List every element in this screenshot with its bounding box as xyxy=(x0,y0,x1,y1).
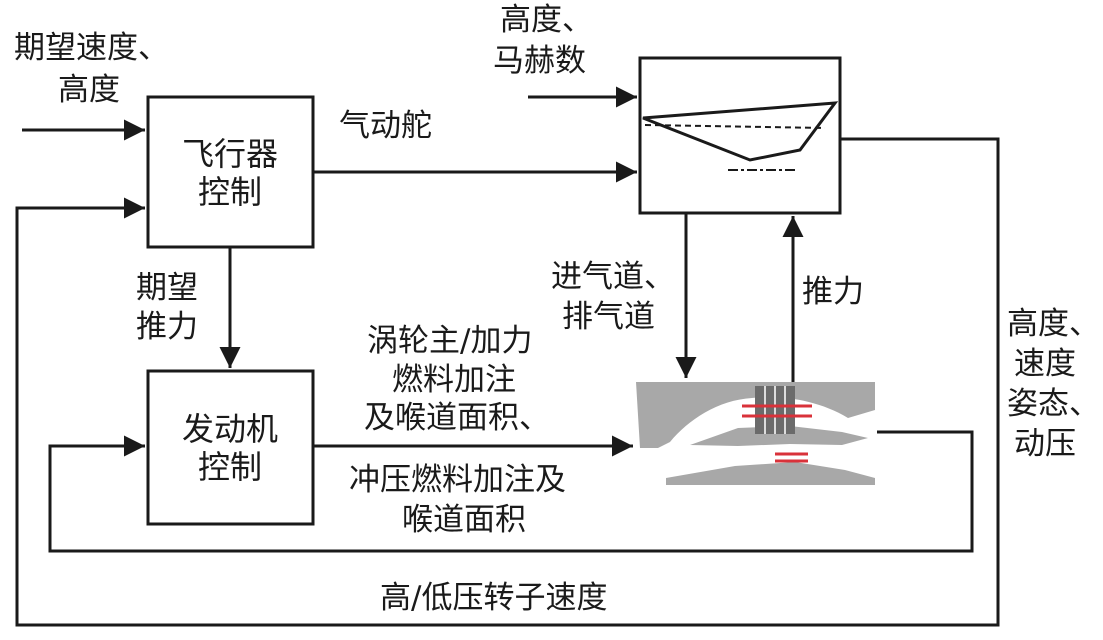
label-altitude: 高度、 xyxy=(500,2,593,38)
label-ram-fuel-2: 喉道面积 xyxy=(402,502,526,538)
label-desired-altitude: 高度 xyxy=(58,72,120,108)
flight-controller-block: 飞行器 控制 xyxy=(146,95,315,249)
engine-center-body xyxy=(690,426,868,446)
label-desired: 期望 xyxy=(136,270,198,306)
label-thrust: 推力 xyxy=(802,274,864,310)
flight-controller-label-1: 飞行器 xyxy=(182,135,278,173)
label-rudder: 气动舵 xyxy=(339,108,432,144)
label-thrust-cmd: 推力 xyxy=(136,309,198,345)
label-state-altitude: 高度、 xyxy=(1007,306,1100,342)
label-desired-speed: 期望速度、 xyxy=(14,30,169,66)
flight-controller-label-2: 控制 xyxy=(198,173,262,211)
label-exhaust: 排气道 xyxy=(562,299,655,335)
aircraft-dashed-line xyxy=(644,124,826,129)
label-rotor-speed: 高/低压转子速度 xyxy=(380,580,607,616)
label-turbo-fuel-3: 及喉道面积、 xyxy=(364,400,550,436)
engine-lower-wall xyxy=(666,462,875,485)
label-state-pressure: 动压 xyxy=(1014,426,1076,462)
label-mach: 马赫数 xyxy=(493,43,586,79)
engine-upper-cowl xyxy=(636,382,875,448)
label-turbo-fuel-1: 涡轮主/加力 xyxy=(367,323,532,359)
label-state-speed: 速度 xyxy=(1014,346,1076,382)
engine-controller-block: 发动机 控制 xyxy=(146,369,315,526)
engine-controller-label-1: 发动机 xyxy=(182,410,278,448)
engine-illustration xyxy=(636,382,875,485)
label-ram-fuel-1: 冲压燃料加注及 xyxy=(349,462,566,498)
aircraft-silhouette xyxy=(642,101,839,162)
label-turbo-fuel-2: 燃料加注 xyxy=(392,362,516,398)
label-state-attitude: 姿态、 xyxy=(1007,386,1100,422)
arrow-rotor-speed-feedback xyxy=(48,430,974,553)
engine-controller-label-2: 控制 xyxy=(198,448,262,486)
arrow-state-feedback xyxy=(15,137,1000,627)
label-inlet: 进气道、 xyxy=(551,259,675,295)
aircraft-model-block xyxy=(638,56,842,215)
